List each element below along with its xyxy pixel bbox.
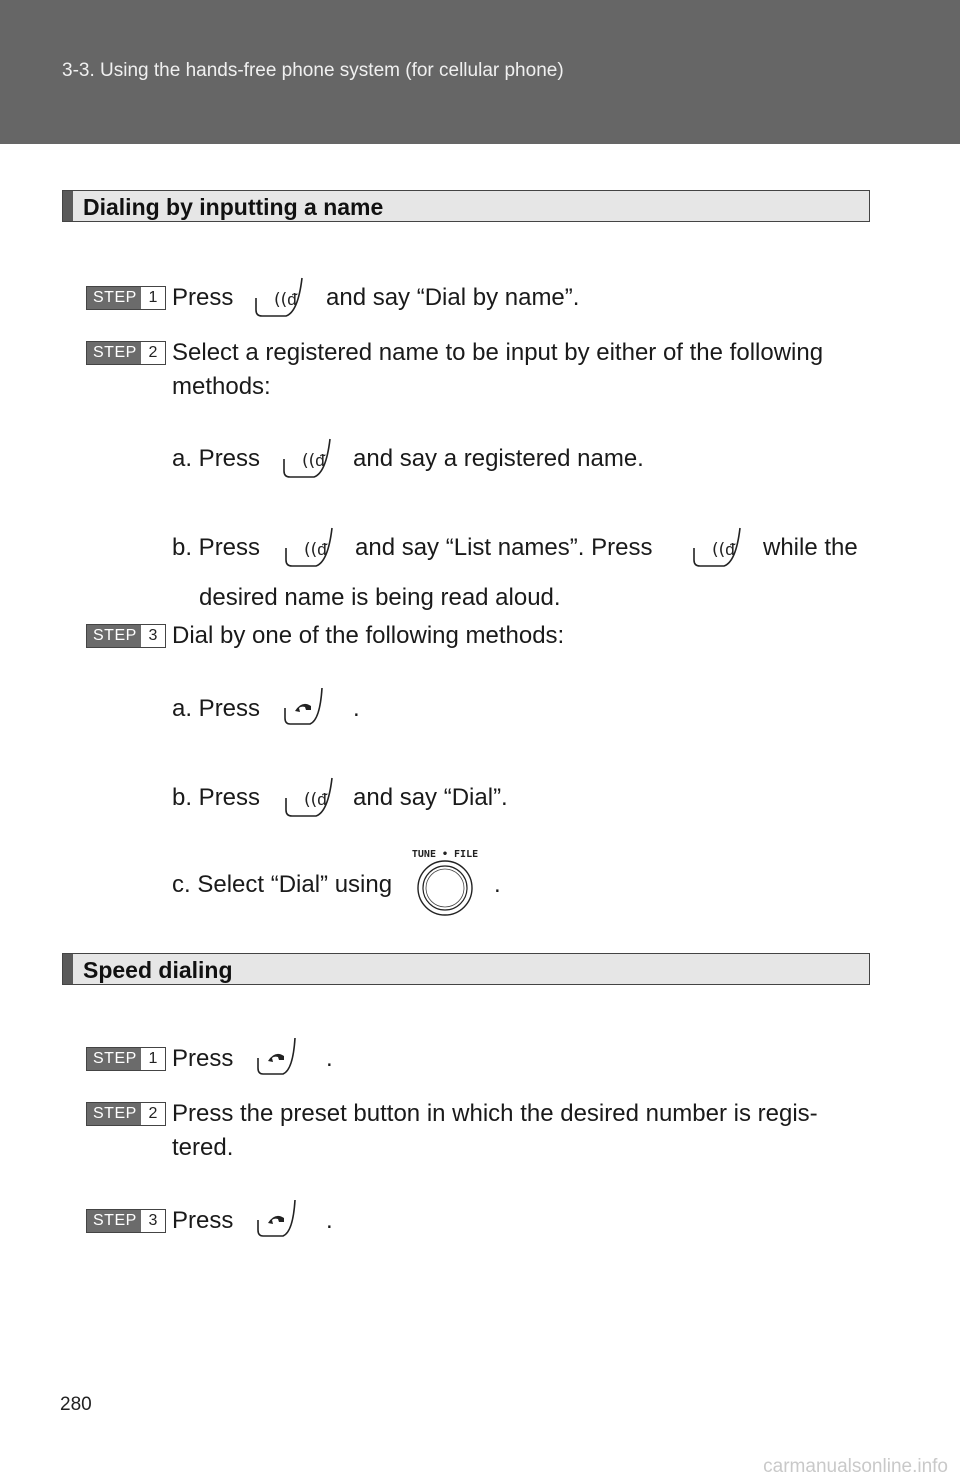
method-c-text: . — [494, 871, 501, 898]
step-text: Select a registered name to be input by … — [172, 339, 824, 366]
method-b-text: and say “Dial”. — [353, 784, 508, 811]
talk-switch-icon: ((ᵭ — [283, 438, 331, 478]
step-text: and say “Dial by name”. — [326, 284, 580, 311]
step-text: Press — [172, 284, 234, 311]
svg-text:((ᵭ: ((ᵭ — [304, 790, 328, 810]
method-b-text: while the — [763, 534, 858, 561]
method-b-text: b. Press — [172, 534, 261, 561]
svg-text:((ᵭ: ((ᵭ — [274, 290, 298, 310]
method-b-text: b. Press — [172, 784, 261, 811]
section-heading-speed-dialing: Speed dialing — [62, 953, 870, 985]
svg-text:((ᵭ: ((ᵭ — [302, 451, 326, 471]
talk-switch-icon: ((ᵭ — [285, 777, 333, 817]
step-number: 3 — [140, 1210, 165, 1232]
step-word: STEP — [87, 342, 141, 364]
step-text: tered. — [172, 1134, 234, 1161]
step-badge-3: STEP 3 — [86, 1209, 166, 1233]
svg-text:((ᵭ: ((ᵭ — [712, 540, 736, 560]
section-heading-dialing-by-name: Dialing by inputting a name — [62, 190, 870, 222]
step-number: 3 — [140, 625, 165, 647]
step-word: STEP — [87, 287, 141, 309]
knob-label: TUNE • FILE — [412, 849, 478, 860]
method-a-text: . — [353, 695, 360, 722]
off-hook-switch-icon — [284, 687, 323, 725]
page-header: 3-3. Using the hands-free phone system (… — [0, 0, 960, 144]
step-text: . — [326, 1045, 333, 1072]
step-word: STEP — [87, 1103, 141, 1125]
step-number: 2 — [140, 342, 165, 364]
heading-accent — [63, 191, 73, 221]
step-word: STEP — [87, 625, 141, 647]
chapter-title: 3-3. Using the hands-free phone system (… — [62, 60, 564, 81]
step-text: Dial by one of the following methods: — [172, 622, 565, 649]
step-badge-1: STEP 1 — [86, 286, 166, 310]
step-number: 1 — [140, 287, 165, 309]
off-hook-switch-icon — [257, 1037, 296, 1075]
talk-switch-icon: ((ᵭ — [255, 277, 303, 317]
step-badge-3: STEP 3 — [86, 624, 166, 648]
step-word: STEP — [87, 1210, 141, 1232]
step-badge-1: STEP 1 — [86, 1047, 166, 1071]
step-badge-2: STEP 2 — [86, 1102, 166, 1126]
svg-text:((ᵭ: ((ᵭ — [304, 540, 328, 560]
method-a-text: a. Press — [172, 445, 261, 472]
method-c-text: c. Select “Dial” using — [172, 871, 393, 898]
section-heading-label: Dialing by inputting a name — [83, 194, 384, 220]
step-number: 1 — [140, 1048, 165, 1070]
step-text: Press the preset button in which the des… — [172, 1100, 818, 1127]
talk-switch-icon: ((ᵭ — [285, 527, 333, 567]
method-b-text: desired name is being read aloud. — [199, 584, 561, 611]
tune-file-knob-icon: TUNE • FILE — [412, 849, 478, 916]
step-number: 2 — [140, 1103, 165, 1125]
watermark[interactable]: carmanualsonline.info — [763, 1456, 948, 1477]
step-text: Press — [172, 1207, 234, 1234]
method-a-text: a. Press — [172, 695, 261, 722]
method-b-text: and say “List names”. Press — [355, 534, 653, 561]
heading-accent — [63, 954, 73, 984]
section-heading-label: Speed dialing — [83, 957, 233, 983]
off-hook-switch-icon — [257, 1199, 296, 1237]
step-text: methods: — [172, 373, 271, 400]
step-text: . — [326, 1207, 333, 1234]
talk-switch-icon: ((ᵭ — [693, 527, 741, 567]
step-badge-2: STEP 2 — [86, 341, 166, 365]
page-number: 280 — [60, 1394, 92, 1415]
step-text: Press — [172, 1045, 234, 1072]
method-a-text: and say a registered name. — [353, 445, 644, 472]
step-word: STEP — [87, 1048, 141, 1070]
